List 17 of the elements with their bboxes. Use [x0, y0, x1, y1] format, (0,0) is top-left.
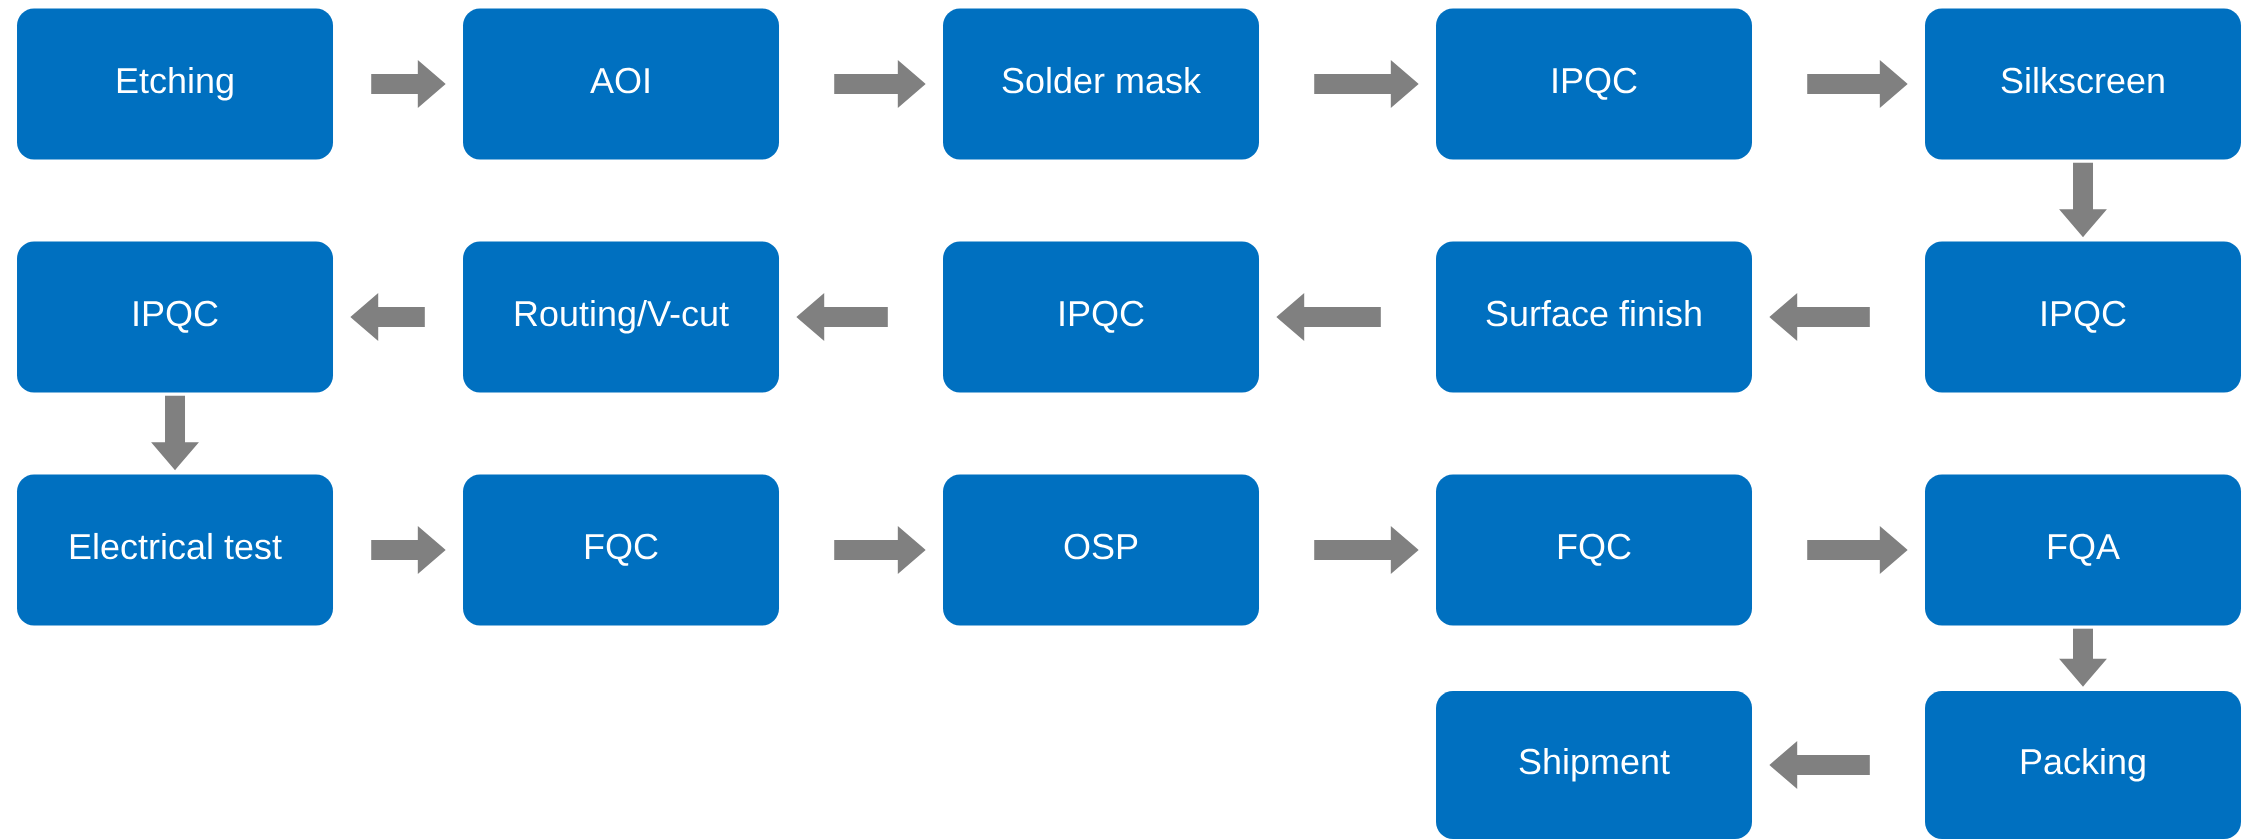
process-box: FQC: [463, 474, 779, 626]
process-box: FQA: [1925, 474, 2241, 626]
process-box: AOI: [463, 8, 779, 160]
process-box: Packing: [1925, 691, 2241, 839]
process-box: Silkscreen: [1925, 8, 2241, 160]
process-box: Surface finish: [1436, 241, 1752, 393]
process-box: IPQC: [1436, 8, 1752, 160]
process-box: Etching: [17, 8, 333, 160]
process-box: Electrical test: [17, 474, 333, 626]
process-box: Routing/V-cut: [463, 241, 779, 393]
process-box: IPQC: [943, 241, 1259, 393]
process-box: Shipment: [1436, 691, 1752, 839]
process-box: Solder mask: [943, 8, 1259, 160]
process-box: IPQC: [1925, 241, 2241, 393]
process-box: IPQC: [17, 241, 333, 393]
process-box: OSP: [943, 474, 1259, 626]
process-box: FQC: [1436, 474, 1752, 626]
